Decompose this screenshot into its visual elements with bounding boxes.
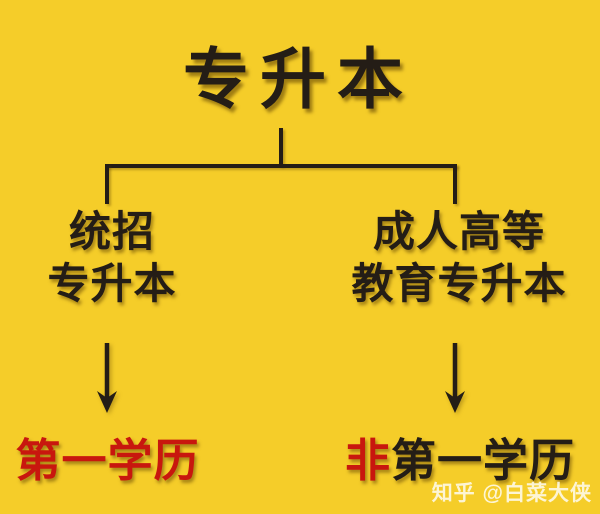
right-result-suffix: 第一学历 (391, 435, 576, 486)
down-arrow-icon (445, 343, 465, 413)
down-arrow-icon (97, 343, 117, 413)
diagram-title: 专升本 (183, 42, 414, 116)
left-branch-label-line2: 专升本 (47, 260, 177, 307)
connector-stem (279, 128, 283, 166)
left-result-label: 第一学历 (15, 435, 200, 486)
right-result-label: 非第一学历 (330, 424, 590, 489)
connector-left-drop (105, 164, 109, 204)
watermark: 知乎 @白菜大侠 (431, 482, 592, 505)
left-branch-label: 统招 专升本 (0, 206, 224, 310)
right-branch-label: 成人高等 教育专升本 (329, 206, 589, 310)
right-branch-label-line2: 教育专升本 (351, 260, 567, 307)
connector-right-drop (453, 164, 457, 204)
right-branch-label-line1: 成人高等 (372, 208, 545, 255)
left-branch-label-line1: 统招 (68, 208, 155, 255)
right-result-prefix: 非 (344, 435, 391, 486)
connector-horizontal-bar (105, 164, 457, 168)
